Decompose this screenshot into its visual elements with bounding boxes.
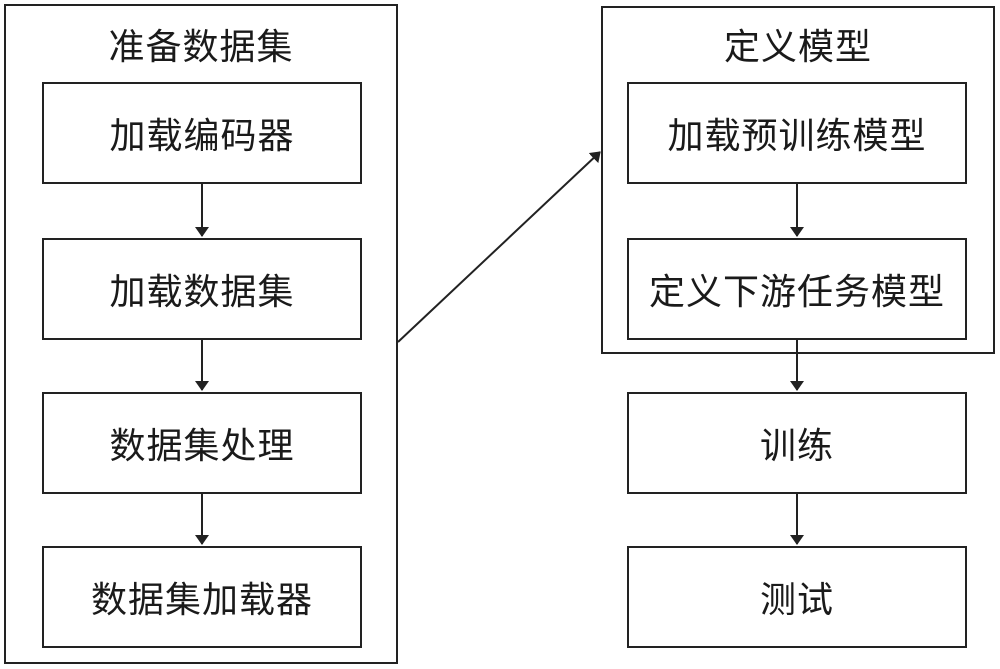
load-encoder-box: 加载编码器 [42,82,362,184]
prepare-dataset-title: 准备数据集 [108,27,294,68]
load-dataset-box: 加载数据集 [42,238,362,340]
test-box: 测试 [627,546,967,648]
define-model-title: 定义模型 [723,27,872,68]
dataset-loader-box: 数据集加载器 [42,546,362,648]
arrow-dataset-to-model [397,151,601,343]
load-pretrained-model-box: 加载预训练模型 [627,82,967,184]
dataset-processing-box: 数据集处理 [42,392,362,494]
define-downstream-model-box: 定义下游任务模型 [627,238,967,340]
train-box: 训练 [627,392,967,494]
